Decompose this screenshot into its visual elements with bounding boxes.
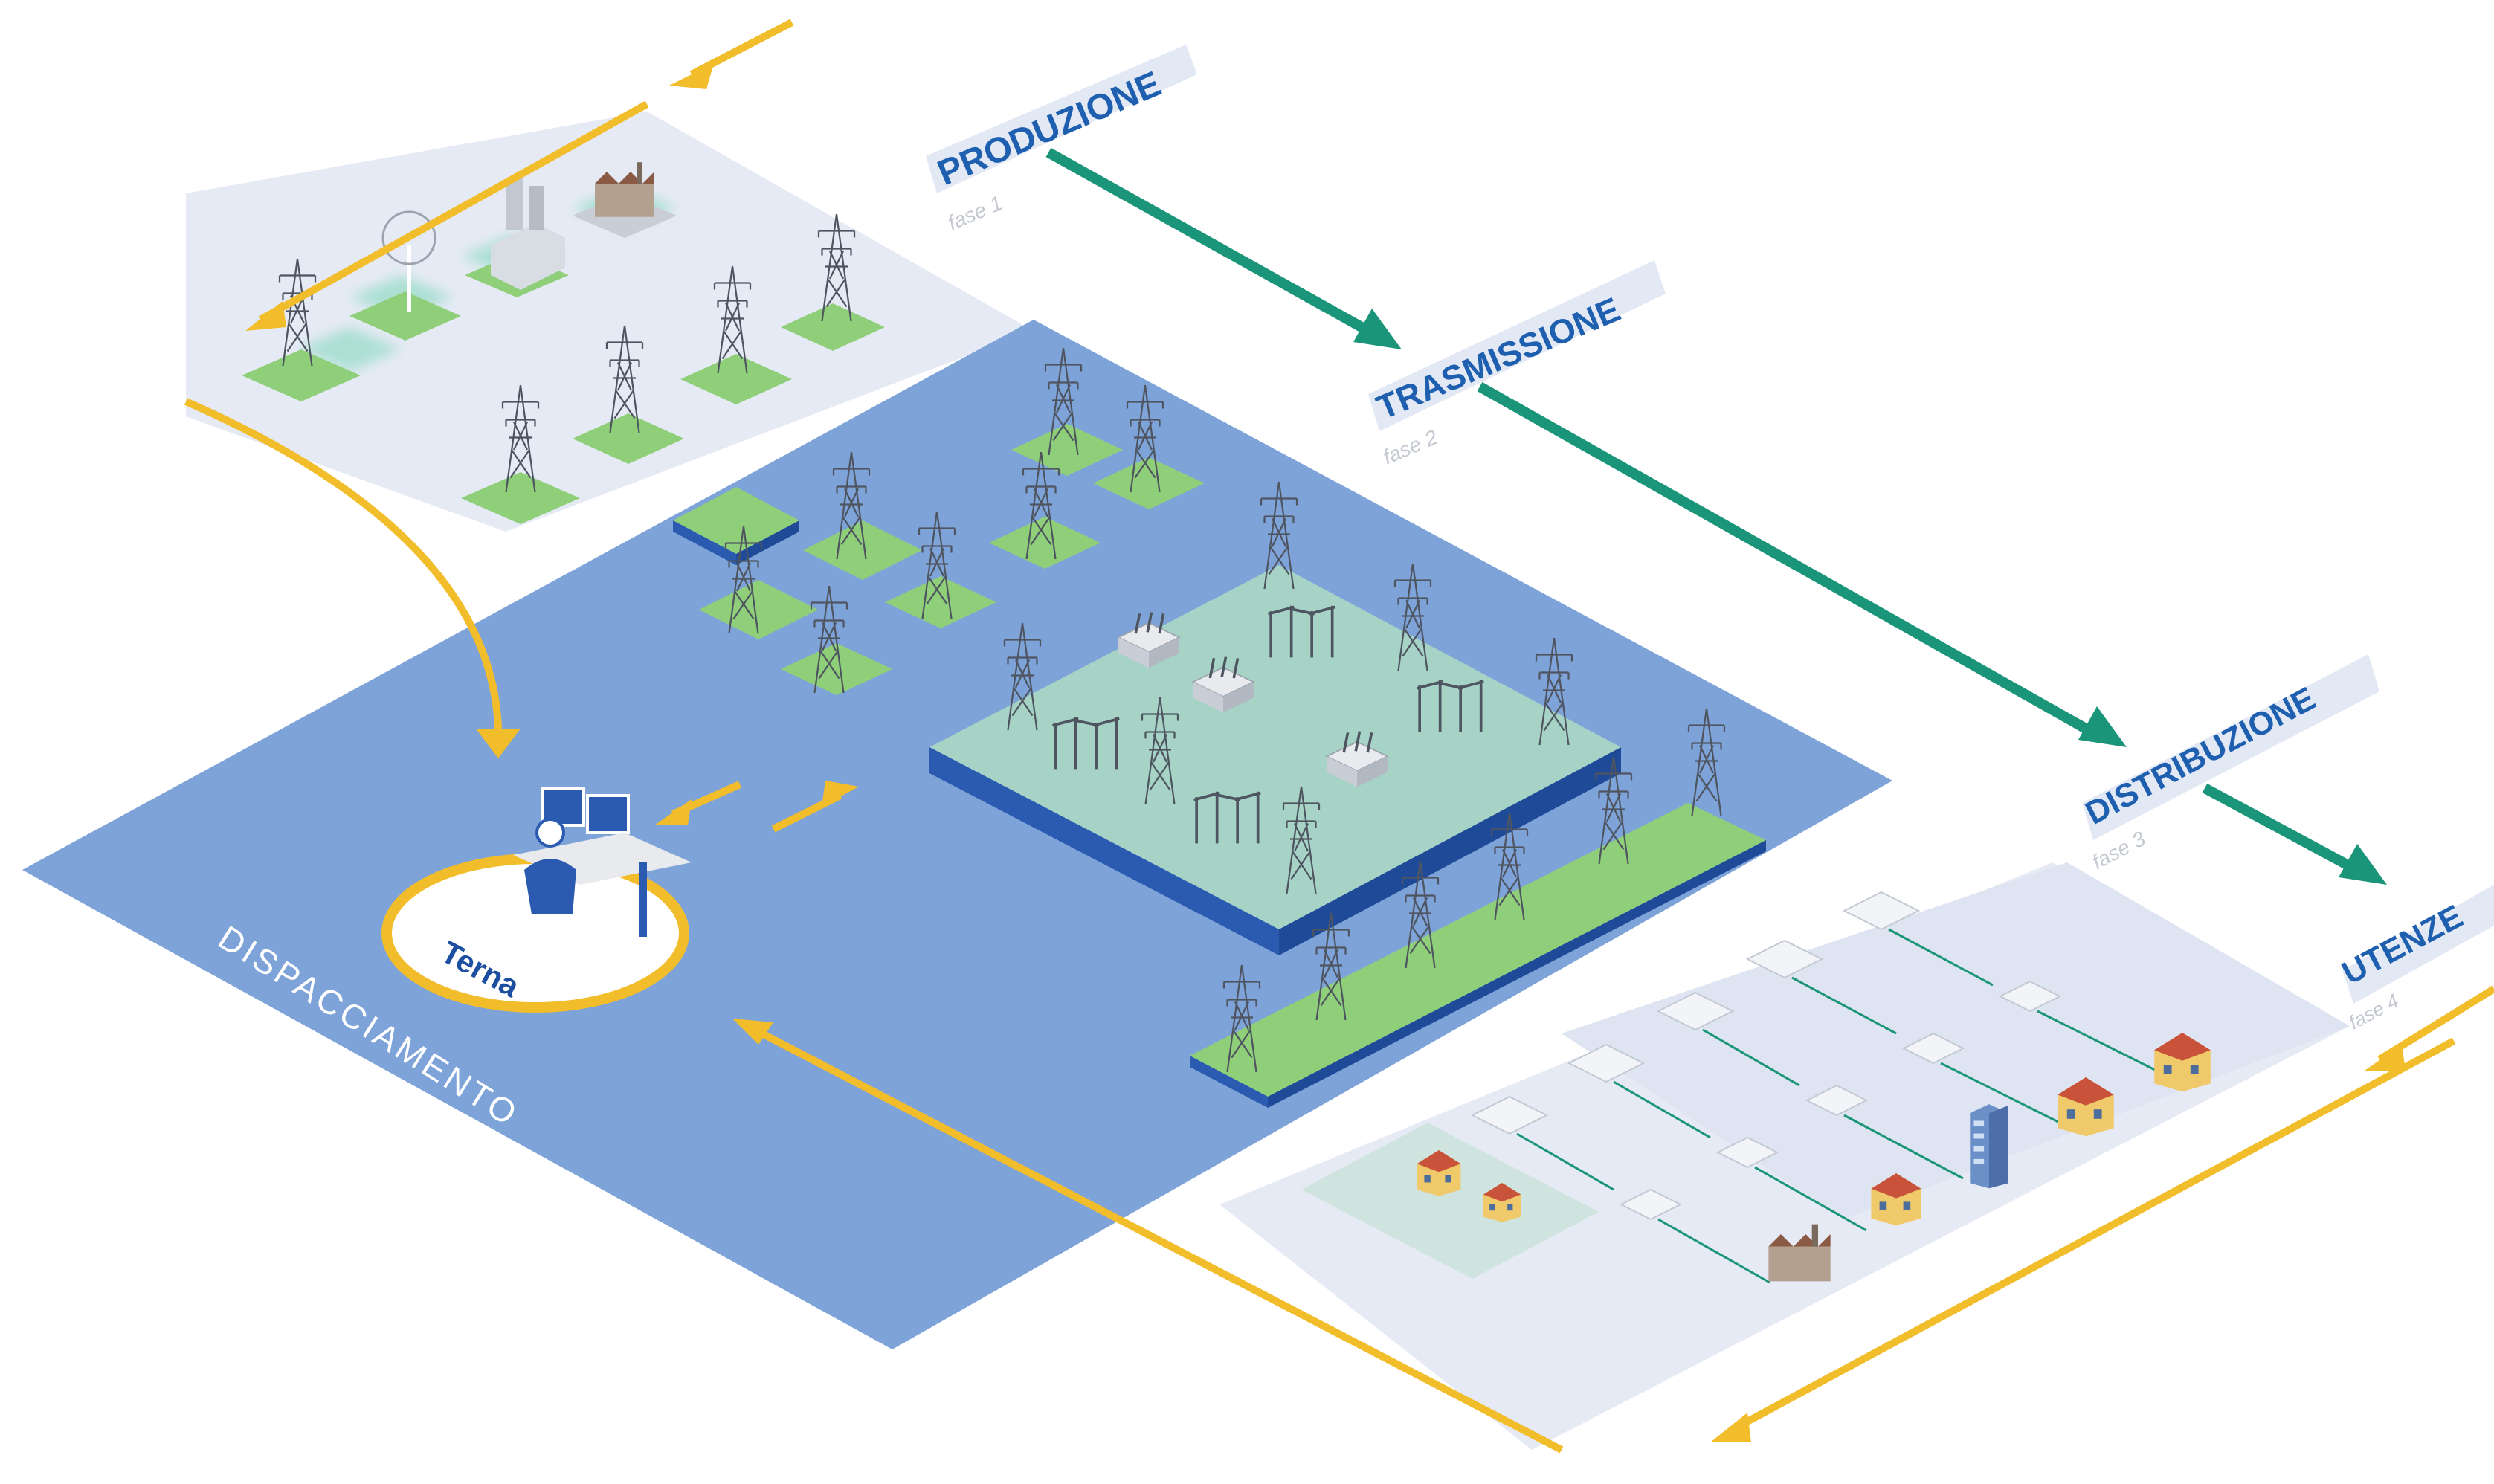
flow-arrows <box>1045 147 2387 885</box>
operator-workstation-icon <box>513 787 692 937</box>
distribution-panel <box>1562 862 2350 1219</box>
feedback-arrows <box>184 19 2494 1454</box>
svg-text:DISTRIBUZIONE: DISTRIBUZIONE <box>2080 680 2321 832</box>
svg-text:PRODUZIONE: PRODUZIONE <box>932 64 1167 193</box>
power-plant-icon <box>491 178 565 290</box>
feedback-arrowheads <box>245 63 2406 1442</box>
substation-platform <box>929 565 1766 1108</box>
svg-text:fase 1: fase 1 <box>944 191 1005 234</box>
distribution-nodes <box>1470 891 2062 1221</box>
office-building-icon <box>1970 1104 2008 1189</box>
wind-turbine-icon <box>381 210 436 312</box>
dispatch-plane <box>22 320 1892 1349</box>
stage-utenze: UTENZE fase 4 <box>2336 885 2494 1033</box>
svg-text:TRASMISSIONE: TRASMISSIONE <box>1371 290 1626 428</box>
stage-trasmissione: TRASMISSIONE fase 2 <box>1368 260 1666 469</box>
stage-distribuzione: DISTRIBUZIONE fase 3 <box>2080 654 2379 874</box>
stage-produzione: PRODUZIONE fase 1 <box>926 45 1197 235</box>
users-area <box>1301 1033 2211 1282</box>
transmission-tiles <box>673 424 1205 695</box>
distribution-arrows <box>1516 928 2157 1284</box>
production-panel <box>186 112 1034 532</box>
control-room: Terna <box>381 787 692 1013</box>
svg-text:fase 2: fase 2 <box>1379 425 1441 469</box>
